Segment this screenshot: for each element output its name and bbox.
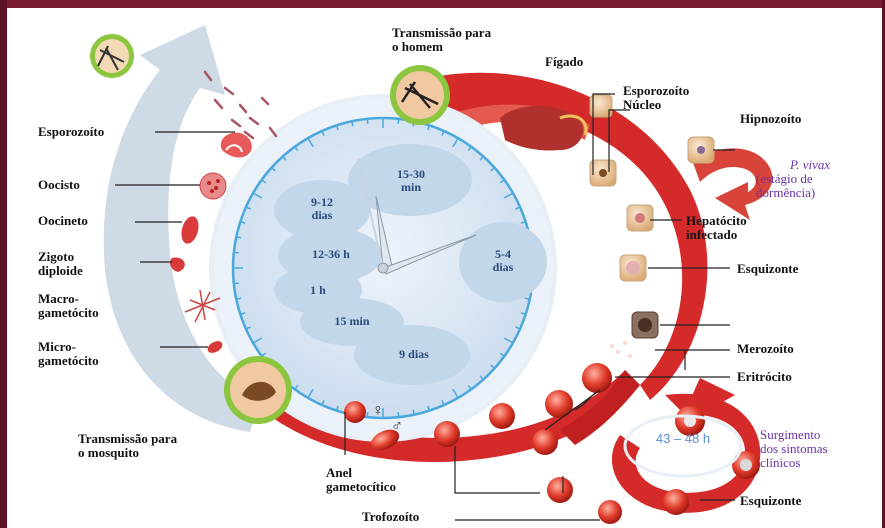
clock-tick [525,298,530,299]
clock-label-1-h: 1 h [298,284,338,297]
label-eritrocito: Eritrócito [737,370,792,384]
label-oocisto: Oocisto [38,178,80,192]
clock-tick [398,119,399,124]
clock-label-5-4-dias: 5-4 dias [478,248,528,274]
label-hepatocito-infectado: Hepatócito infectado [686,214,747,242]
label-macrogametocito: Macro- gametócito [38,292,99,320]
clock-tick [352,121,353,126]
label-p-vivax: P. vivax [790,158,830,172]
female-symbol: ♀ [372,402,384,420]
label-esporozoito-mosquito: Esporozoíto [38,125,104,139]
label-anel-gametocitico: Anel gametocítico [326,466,396,494]
male-symbol: ♂ [391,418,403,436]
label-transmissao-mosquito: Transmissão para o mosquito [78,432,177,460]
label-surgimento-sintomas: Surgimento dos sintomas clínicos [760,428,828,470]
label-zigoto-diploide: Zigoto diploide [38,250,83,278]
label-nucleo: Núcleo [623,98,661,112]
label-trofozoito: Trofozoíto [362,510,419,524]
clock-label-9-dias: 9 dias [384,348,444,361]
mosquito-bite-icon [390,65,450,125]
label-microgametocito: Micro- gametócito [38,340,99,368]
person-icon [224,356,292,424]
label-esquizonte-blood: Esquizonte [740,494,801,508]
clock-tick [234,283,239,284]
clock-tick [236,237,241,238]
clock-label-12-36-h: 12-36 h [300,248,362,261]
label-oocineto: Oocineto [38,214,88,228]
clock-label-9-12-dias: 9-12 dias [294,196,350,222]
clock-tick [367,412,368,417]
label-figado: Fígado [545,55,583,69]
mosquito-icon [90,34,134,78]
label-merozoito: Merozoíto [737,342,794,356]
clock-tick [234,252,239,253]
label-esquizonte-liver: Esquizonte [737,262,798,276]
label-transmissao-homem: Transmissão para o homem [392,26,491,54]
label-hipnozoito: Hipnozoíto [740,112,801,126]
label-esporozoito-liver: Esporozoíto [623,84,689,98]
label-dormencia: (estágio de dormência) [756,172,872,200]
erythrocytic-cycle-time: 43 – 48 h [638,431,728,446]
clock-label-15-30-min: 15-30 min [383,168,439,194]
clock-tick [367,119,368,124]
clock-tick [413,410,414,415]
clock-tick [236,298,241,299]
clock-tick [398,412,399,417]
clock-label-15-min: 15 min [320,315,384,328]
